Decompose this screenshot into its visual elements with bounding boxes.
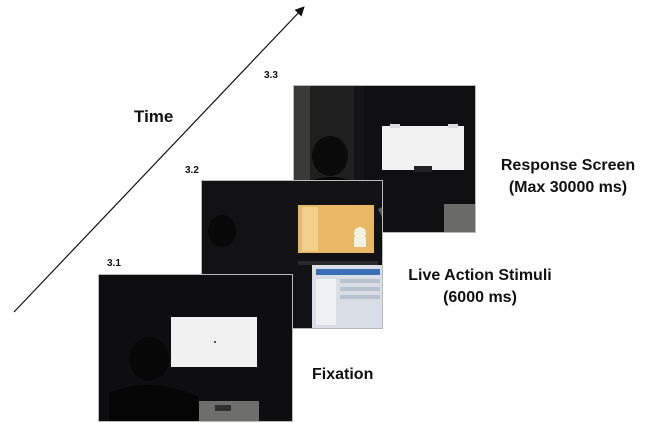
- response-caption-line2: (Max 30000 ms): [508, 179, 628, 196]
- fixation-cross: [214, 341, 216, 343]
- live-action-caption-line1: Live Action Stimuli: [408, 267, 552, 284]
- response-screen-caption: Response Screen (Max 30000 ms): [483, 155, 653, 199]
- response-monitor: [382, 126, 464, 170]
- participant-head: [312, 136, 348, 176]
- response-screen-photo: [293, 85, 476, 233]
- fixation-scene: [99, 275, 292, 421]
- live-action-caption-line2: (6000 ms): [443, 289, 517, 306]
- time-label: Time: [134, 107, 174, 126]
- fixation-photo: [98, 274, 293, 422]
- response-caption-line1: Response Screen: [500, 157, 636, 174]
- participant-head: [129, 337, 169, 381]
- live-action-caption: Live Action Stimuli (6000 ms): [395, 265, 565, 309]
- fixation-caption: Fixation: [312, 366, 374, 383]
- step-3-3-number: 3.3: [264, 70, 278, 81]
- step-3-2-number: 3.2: [185, 165, 199, 176]
- response-screen-scene: [294, 86, 475, 232]
- step-3-1-number: 3.1: [107, 258, 121, 269]
